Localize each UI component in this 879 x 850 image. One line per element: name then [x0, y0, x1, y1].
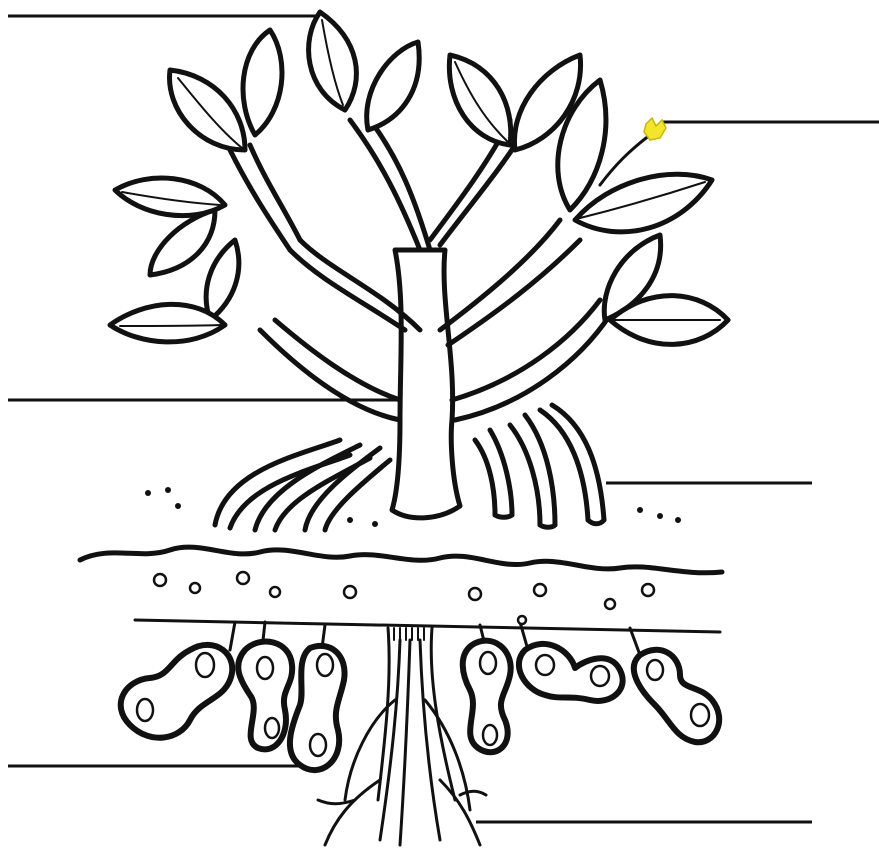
- leaf: [309, 12, 357, 110]
- ground: [80, 547, 722, 632]
- leaf: [150, 210, 215, 275]
- flower-icon: [644, 118, 666, 140]
- leaf: [243, 30, 282, 135]
- leaf: [575, 174, 712, 232]
- peanut-pod: [634, 650, 719, 742]
- leaf: [110, 304, 225, 342]
- leaf: [206, 240, 239, 320]
- leaf: [367, 42, 419, 130]
- peanut-pod: [121, 645, 233, 738]
